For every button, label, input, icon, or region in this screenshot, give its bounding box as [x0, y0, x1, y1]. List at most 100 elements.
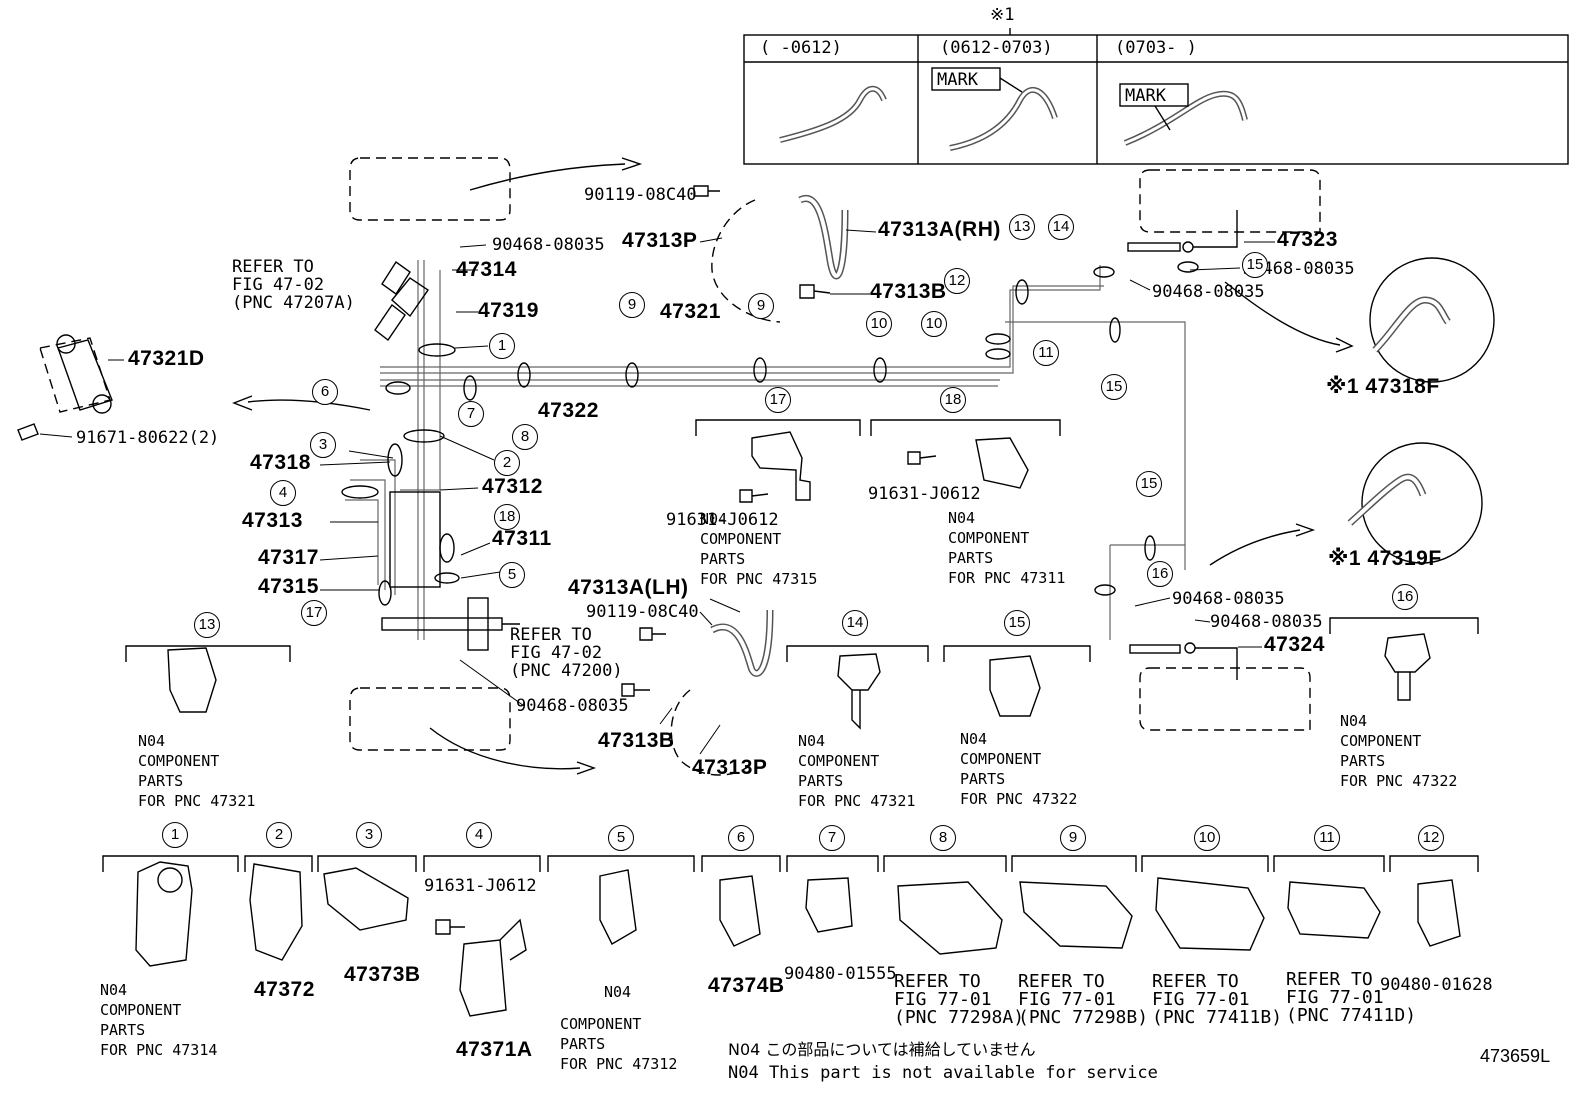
footnote-en: N04 This part is not available for servi…	[728, 1063, 1158, 1083]
part-91671: 91671-80622(2)	[76, 428, 220, 448]
callout-11-section: 11	[1314, 825, 1340, 851]
part-47322: 47322	[538, 399, 599, 422]
part-47313: 47313	[242, 509, 303, 532]
callout-14a: 14	[1048, 214, 1074, 240]
part-91631-17: 91631-J0612	[666, 510, 779, 530]
callout-6a: 6	[312, 379, 338, 405]
flow-arrows	[232, 157, 1354, 775]
callout-13-section: 13	[194, 612, 220, 638]
part-90468-a: 90468-08035	[492, 235, 605, 255]
bracket-47321D	[17, 334, 113, 441]
part-91631-18: 91631-J0612	[868, 484, 981, 504]
part-47311: 47311	[492, 527, 552, 550]
brake-pipes	[345, 260, 1186, 640]
part-47319: 47319	[478, 299, 539, 322]
callout-5a: 5	[499, 562, 525, 588]
part-47317: 47317	[258, 546, 319, 569]
refer-9: REFER TO FIG 77-01 (PNC 77298B)	[1018, 971, 1149, 1028]
component-note-1: N04 COMPONENT PARTS FOR PNC 47314	[100, 981, 218, 1059]
callout-15a: 15	[1101, 374, 1127, 400]
part-90468-d: 90468-08035	[516, 696, 629, 716]
component-note-15: N04 COMPONENT PARTS FOR PNC 47322	[960, 730, 1078, 808]
mark-label-2: MARK	[1125, 86, 1166, 106]
part-47324: 47324	[1264, 633, 1325, 656]
callout-1a: 1	[489, 333, 515, 359]
section-brackets	[102, 419, 1479, 872]
callout-11a: 11	[1033, 340, 1059, 366]
header-col-3: (0703- )	[1115, 38, 1197, 58]
part-47319F: ※1 47319F	[1328, 547, 1442, 570]
leader-lines	[39, 229, 1275, 755]
part-90468-b: 90468-08035	[1242, 259, 1355, 279]
part-91631-4: 91631-J0612	[424, 876, 537, 896]
part-47315: 47315	[258, 575, 319, 598]
part-90119-top: 90119-08C40	[584, 185, 697, 205]
part-47313A-LH: 47313A(LH)	[568, 576, 689, 599]
header-col-1: ( -0612)	[760, 38, 842, 58]
part-90480-01555: 90480-01555	[784, 964, 897, 984]
part-47313P-bot: 47313P	[692, 756, 768, 779]
part-47312: 47312	[482, 475, 543, 498]
part-47323: 47323	[1277, 228, 1338, 251]
refer-8: REFER TO FIG 77-01 (PNC 77298A)	[894, 971, 1025, 1028]
callout-16-section: 16	[1392, 584, 1418, 610]
part-47318F: ※1 47318F	[1326, 375, 1440, 398]
figure-id: 473659L	[1480, 1046, 1551, 1066]
component-note-14: N04 COMPONENT PARTS FOR PNC 47321	[798, 732, 916, 810]
component-note-5: COMPONENT PARTS FOR PNC 47312	[560, 1015, 678, 1073]
callout-3a: 3	[310, 432, 336, 458]
callout-17-section: 17	[765, 387, 791, 413]
callout-16a: 16	[1147, 561, 1173, 587]
small-pipes	[1127, 210, 1238, 680]
refer-fig4702-b: REFER TO FIG 47-02 (PNC 47200)	[510, 625, 623, 681]
callout-18-section: 18	[940, 387, 966, 413]
footnote-jp: N04 この部品については補給していません	[728, 1040, 1036, 1059]
callout-14-section: 14	[842, 610, 868, 636]
callout-12-section: 12	[1418, 825, 1444, 851]
component-note-17: N04 COMPONENT PARTS FOR PNC 47315	[700, 510, 818, 588]
refer-fig4702-a: REFER TO FIG 47-02 (PNC 47207A)	[232, 257, 355, 313]
part-90468-c: 90468-08035	[1152, 282, 1265, 302]
part-47373B: 47373B	[344, 963, 421, 986]
callout-8a: 8	[512, 424, 538, 450]
callout-10a: 10	[866, 311, 892, 337]
part-47321: 47321	[660, 300, 721, 323]
callout-5-section: 5	[608, 825, 634, 851]
part-47374B: 47374B	[708, 974, 785, 997]
component-note-13: N04 COMPONENT PARTS FOR PNC 47321	[138, 732, 256, 810]
callout-12a: 12	[944, 268, 970, 294]
part-90119-bot: 90119-08C40	[586, 602, 699, 622]
part-47321D: 47321D	[128, 347, 205, 370]
component-note-16: N04 COMPONENT PARTS FOR PNC 47322	[1340, 712, 1458, 790]
callout-7-section: 7	[819, 825, 845, 851]
callout-9-section: 9	[1060, 825, 1086, 851]
part-47313B-bot: 47313B	[598, 729, 675, 752]
mark-label-1: MARK	[937, 70, 978, 90]
variant-table	[743, 28, 1569, 165]
bolts	[435, 185, 937, 935]
part-47318: 47318	[250, 451, 311, 474]
callout-4-section: 4	[466, 822, 492, 848]
actuator	[374, 261, 429, 342]
note-mark: ※1	[990, 5, 1015, 25]
callout-4a: 4	[270, 480, 296, 506]
part-47313P-top: 47313P	[622, 229, 698, 252]
callout-1-section: 1	[162, 822, 188, 848]
callout-9b: 9	[748, 293, 774, 319]
callout-13a: 13	[1009, 214, 1035, 240]
callout-8-section: 8	[930, 825, 956, 851]
part-90468-e: 90468-08035	[1172, 589, 1285, 609]
n04-5: N04	[604, 983, 632, 1001]
brake-hoses	[710, 195, 1451, 677]
part-47314: 47314	[456, 258, 517, 281]
callout-10b: 10	[921, 311, 947, 337]
callout-15b: 15	[1242, 252, 1268, 278]
master-cylinder	[381, 491, 520, 651]
callout-3-section: 3	[356, 822, 382, 848]
callout-15c: 15	[1136, 471, 1162, 497]
refer-11: REFER TO FIG 77-01 (PNC 77411D)	[1286, 969, 1417, 1026]
callout-9a: 9	[619, 292, 645, 318]
header-col-2: (0612-0703)	[940, 38, 1053, 58]
part-90468-f: 90468-08035	[1210, 612, 1323, 632]
